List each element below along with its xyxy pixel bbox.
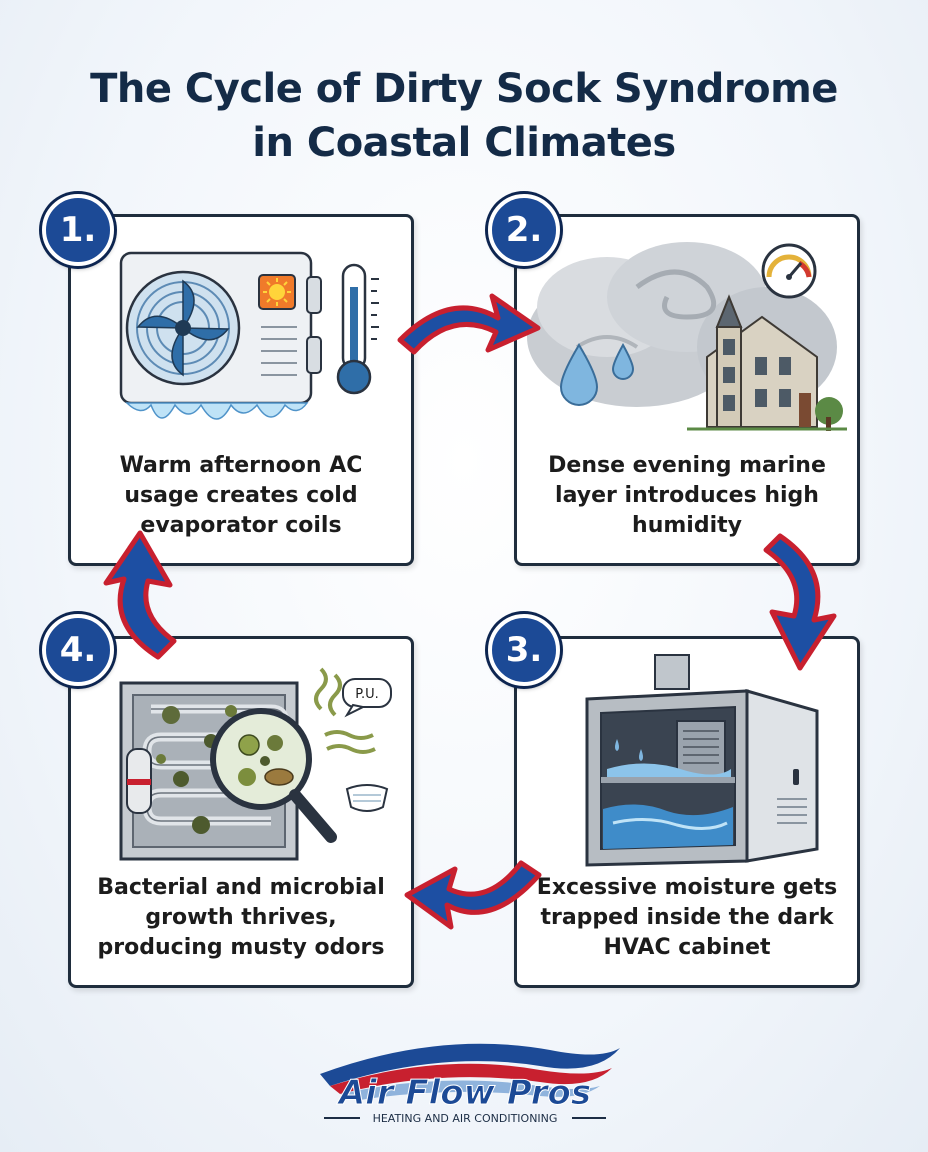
step-4-card: P.U. Bacterial and microbial growth thri… <box>68 636 414 988</box>
page-title: The Cycle of Dirty Sock Syndrome in Coas… <box>0 62 928 170</box>
step-1-card: Warm afternoon AC usage creates cold eva… <box>68 214 414 566</box>
mold-coil-illustration: P.U. <box>119 667 392 861</box>
ac-unit-illustration <box>119 251 379 420</box>
arrow-step1-to-step2 <box>397 293 541 355</box>
pu-bubble-text: P.U. <box>355 687 379 702</box>
step-2-badge: 2. <box>488 194 560 266</box>
arrow-step2-to-step3 <box>763 533 837 671</box>
step-2-caption: Dense evening marine layer introduces hi… <box>548 453 826 538</box>
step-3-caption: Excessive moisture gets trapped inside t… <box>536 875 838 960</box>
title-line-2: in Coastal Climates <box>252 120 676 166</box>
step-2-card: Dense evening marine layer introduces hi… <box>514 214 860 566</box>
hvac-cabinet-illustration <box>585 654 819 867</box>
air-flow-pros-logo: Air Flow Pros HEATING AND AIR CONDITIONI… <box>320 1043 620 1125</box>
step-3-badge: 3. <box>488 614 560 686</box>
step-1-caption: Warm afternoon AC usage creates cold eva… <box>119 453 363 538</box>
logo-tagline: HEATING AND AIR CONDITIONING <box>373 1112 558 1125</box>
step-4-caption: Bacterial and microbial growth thrives, … <box>97 875 385 960</box>
step-4-badge: 4. <box>42 614 114 686</box>
arrow-step4-to-step1 <box>103 530 177 660</box>
step-3-card: Excessive moisture gets trapped inside t… <box>514 636 860 988</box>
step-1-badge: 1. <box>42 194 114 266</box>
title-line-1: The Cycle of Dirty Sock Syndrome <box>90 66 838 112</box>
arrow-step3-to-step4 <box>404 860 542 930</box>
logo-wordmark: Air Flow Pros <box>336 1073 591 1113</box>
marine-layer-illustration <box>527 242 847 431</box>
